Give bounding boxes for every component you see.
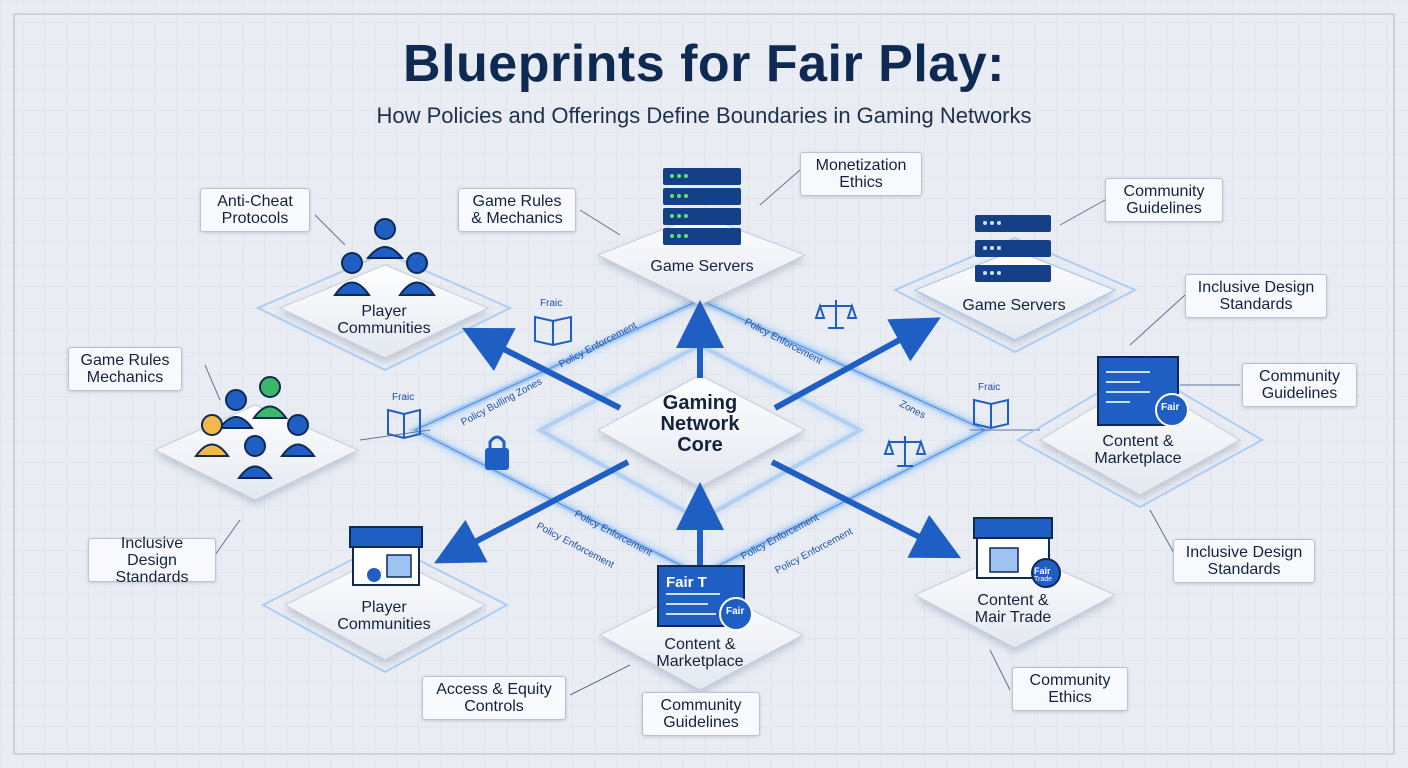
callout-line: Ethics [839,174,883,191]
tag-fraic: Fraic [392,392,415,403]
callout-line: & Mechanics [471,210,563,227]
callout-line: Inclusive Design [120,534,184,569]
callout-line: Community [1123,183,1205,200]
frame-border [13,13,1395,755]
node-label-line: Content & [1102,433,1174,450]
callout-line: Guidelines [1261,385,1338,402]
node-label-line: Marketplace [1094,450,1182,467]
node-label-line: Player [361,303,407,320]
node-label-line: Communities [337,320,431,337]
callout-line: Access & Equity [436,681,552,698]
core-label-line: Core [677,434,723,456]
node-label-line: Mair Trade [974,609,1052,626]
node-label-left-communities: Player Communities [337,303,430,337]
node-label-line: Content & [664,636,736,653]
callout-line: Ethics [1048,689,1092,706]
node-label-line: Player [361,599,407,616]
lock-icon [485,435,509,470]
node-label-line: Content & [977,592,1049,609]
node-label-bottom-marketplace: Content & Marketplace [656,636,743,670]
callout-line: Anti-Cheat [217,193,293,210]
callout-line: Standards [115,568,189,586]
core-label-line: Network [660,413,740,435]
callout-line: Standards [1219,296,1293,313]
badge-fair: Fair [1161,402,1180,413]
node-label-right-marketplace: Content & Marketplace [1094,433,1181,467]
laptop-icon [1097,356,1189,427]
callout-line: Guidelines [663,714,739,731]
people-icon [333,218,436,296]
node-label-line: Communities [337,616,431,633]
callout-line: Mechanics [86,369,164,386]
core-label-line: Gaming [662,392,738,414]
scales-icon [814,300,927,467]
node-label-line: Marketplace [656,653,744,670]
callout-line: Community [1259,368,1340,385]
callout-line: Inclusive Design [1197,279,1315,296]
server-icon [663,168,741,245]
badge-fair: Fair [1034,566,1051,576]
laptop-icon [657,565,753,631]
storefront-icon [973,517,1061,588]
server-icon [975,215,1051,282]
callout-game-rules-top: Game Rules& Mechanics [458,188,576,232]
node-label-bottom-right-trade: Content & Mair Trade [975,592,1051,626]
tag-fraic: Fraic [978,382,1001,393]
callout-line: Controls [464,698,524,715]
badge-trade: Trade [1034,576,1053,583]
tag-fair-t: Fair T [666,574,707,591]
callout-line: Protocols [221,210,289,227]
people-icon [194,376,316,479]
page-subtitle: How Policies and Offerings Define Bounda… [376,103,1032,128]
storefront-icon [349,526,423,586]
diamond-glow [255,236,1265,674]
callout-line: Community [1029,672,1111,689]
callout-connectors [204,169,1240,696]
badge-fair: Fair [726,606,745,617]
core-label: Gaming Network Core [600,393,800,456]
node-label-bottom-communities: Player Communities [337,599,430,633]
node-label-top-servers: Game Servers [650,258,754,275]
tag-fraic: Fraic [540,298,563,309]
callout-line: Game Rules [80,352,170,369]
callout-line: Game Rules [472,193,562,210]
policy-arrows [434,300,962,565]
node-label-right-servers: Game Servers [962,297,1066,314]
page-title: Blueprints for Fair Play: [403,35,1005,93]
callout-line: Guidelines [1126,200,1202,217]
callout-line: Monetization [815,157,907,174]
callout-line: Standards [1207,561,1281,578]
callout-line: Inclusive Design [1185,544,1303,561]
callout-line: Community [660,697,742,714]
book-icon [387,315,1009,440]
